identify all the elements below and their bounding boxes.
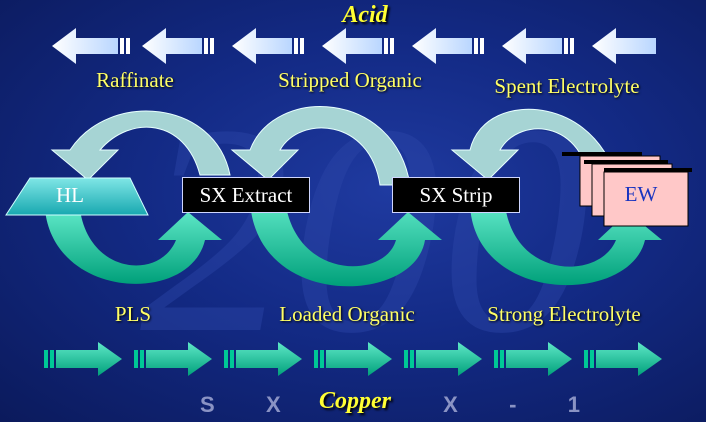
lower-forward-curls (45, 200, 662, 287)
forward-curl-ew (470, 205, 662, 286)
sx-strip-box: SX Strip (392, 177, 520, 213)
copper-title: Copper (319, 388, 391, 414)
acid-title: Acid (342, 2, 388, 28)
ew-label: EW (624, 181, 658, 206)
return-curl-hl (50, 110, 231, 181)
forward-curl-strip (250, 200, 442, 287)
ew-unit-shape (562, 152, 692, 227)
sx-extract-box: SX Extract (182, 177, 310, 213)
acid-arrow (502, 28, 574, 64)
acid-arrow (232, 28, 304, 64)
copper-arrow (584, 342, 662, 376)
acid-arrow (592, 28, 656, 64)
copper-arrow (404, 342, 482, 376)
footer-spacer (332, 392, 392, 418)
footer-char: - (509, 392, 517, 417)
hl-unit-shape (5, 177, 149, 216)
return-curl-strip (450, 108, 621, 201)
acid-arrow (412, 28, 484, 64)
raffinate-label: Raffinate (96, 68, 174, 92)
stripped-organic-label: Stripped Organic (278, 68, 422, 92)
hl-label: HL (56, 182, 84, 207)
acid-arrow (52, 28, 130, 64)
pls-label: PLS (114, 302, 152, 326)
copper-arrow (494, 342, 572, 376)
copper-arrow (314, 342, 392, 376)
footer-char: X (265, 392, 281, 417)
forward-curl-extract (45, 210, 222, 284)
copper-arrow (134, 342, 212, 376)
footer-char: S (200, 392, 215, 417)
strong-electrolyte-label: Strong Electrolyte (487, 302, 641, 326)
copper-flow-arrows (44, 342, 662, 376)
acid-arrow (142, 28, 214, 64)
loaded-organic-label: Loaded Organic (279, 302, 415, 326)
copper-arrow (44, 342, 122, 376)
footer-char: 1 (567, 392, 580, 417)
spent-electrolyte-label: Spent Electrolyte (494, 74, 640, 98)
footer-watermark: S X X - 1 (200, 392, 580, 418)
acid-arrow (322, 28, 394, 64)
footer-char: X (443, 392, 458, 417)
return-curl-extract (230, 106, 411, 186)
copper-arrow (224, 342, 302, 376)
acid-flow-arrows (52, 28, 656, 64)
upper-return-curls (50, 106, 621, 201)
